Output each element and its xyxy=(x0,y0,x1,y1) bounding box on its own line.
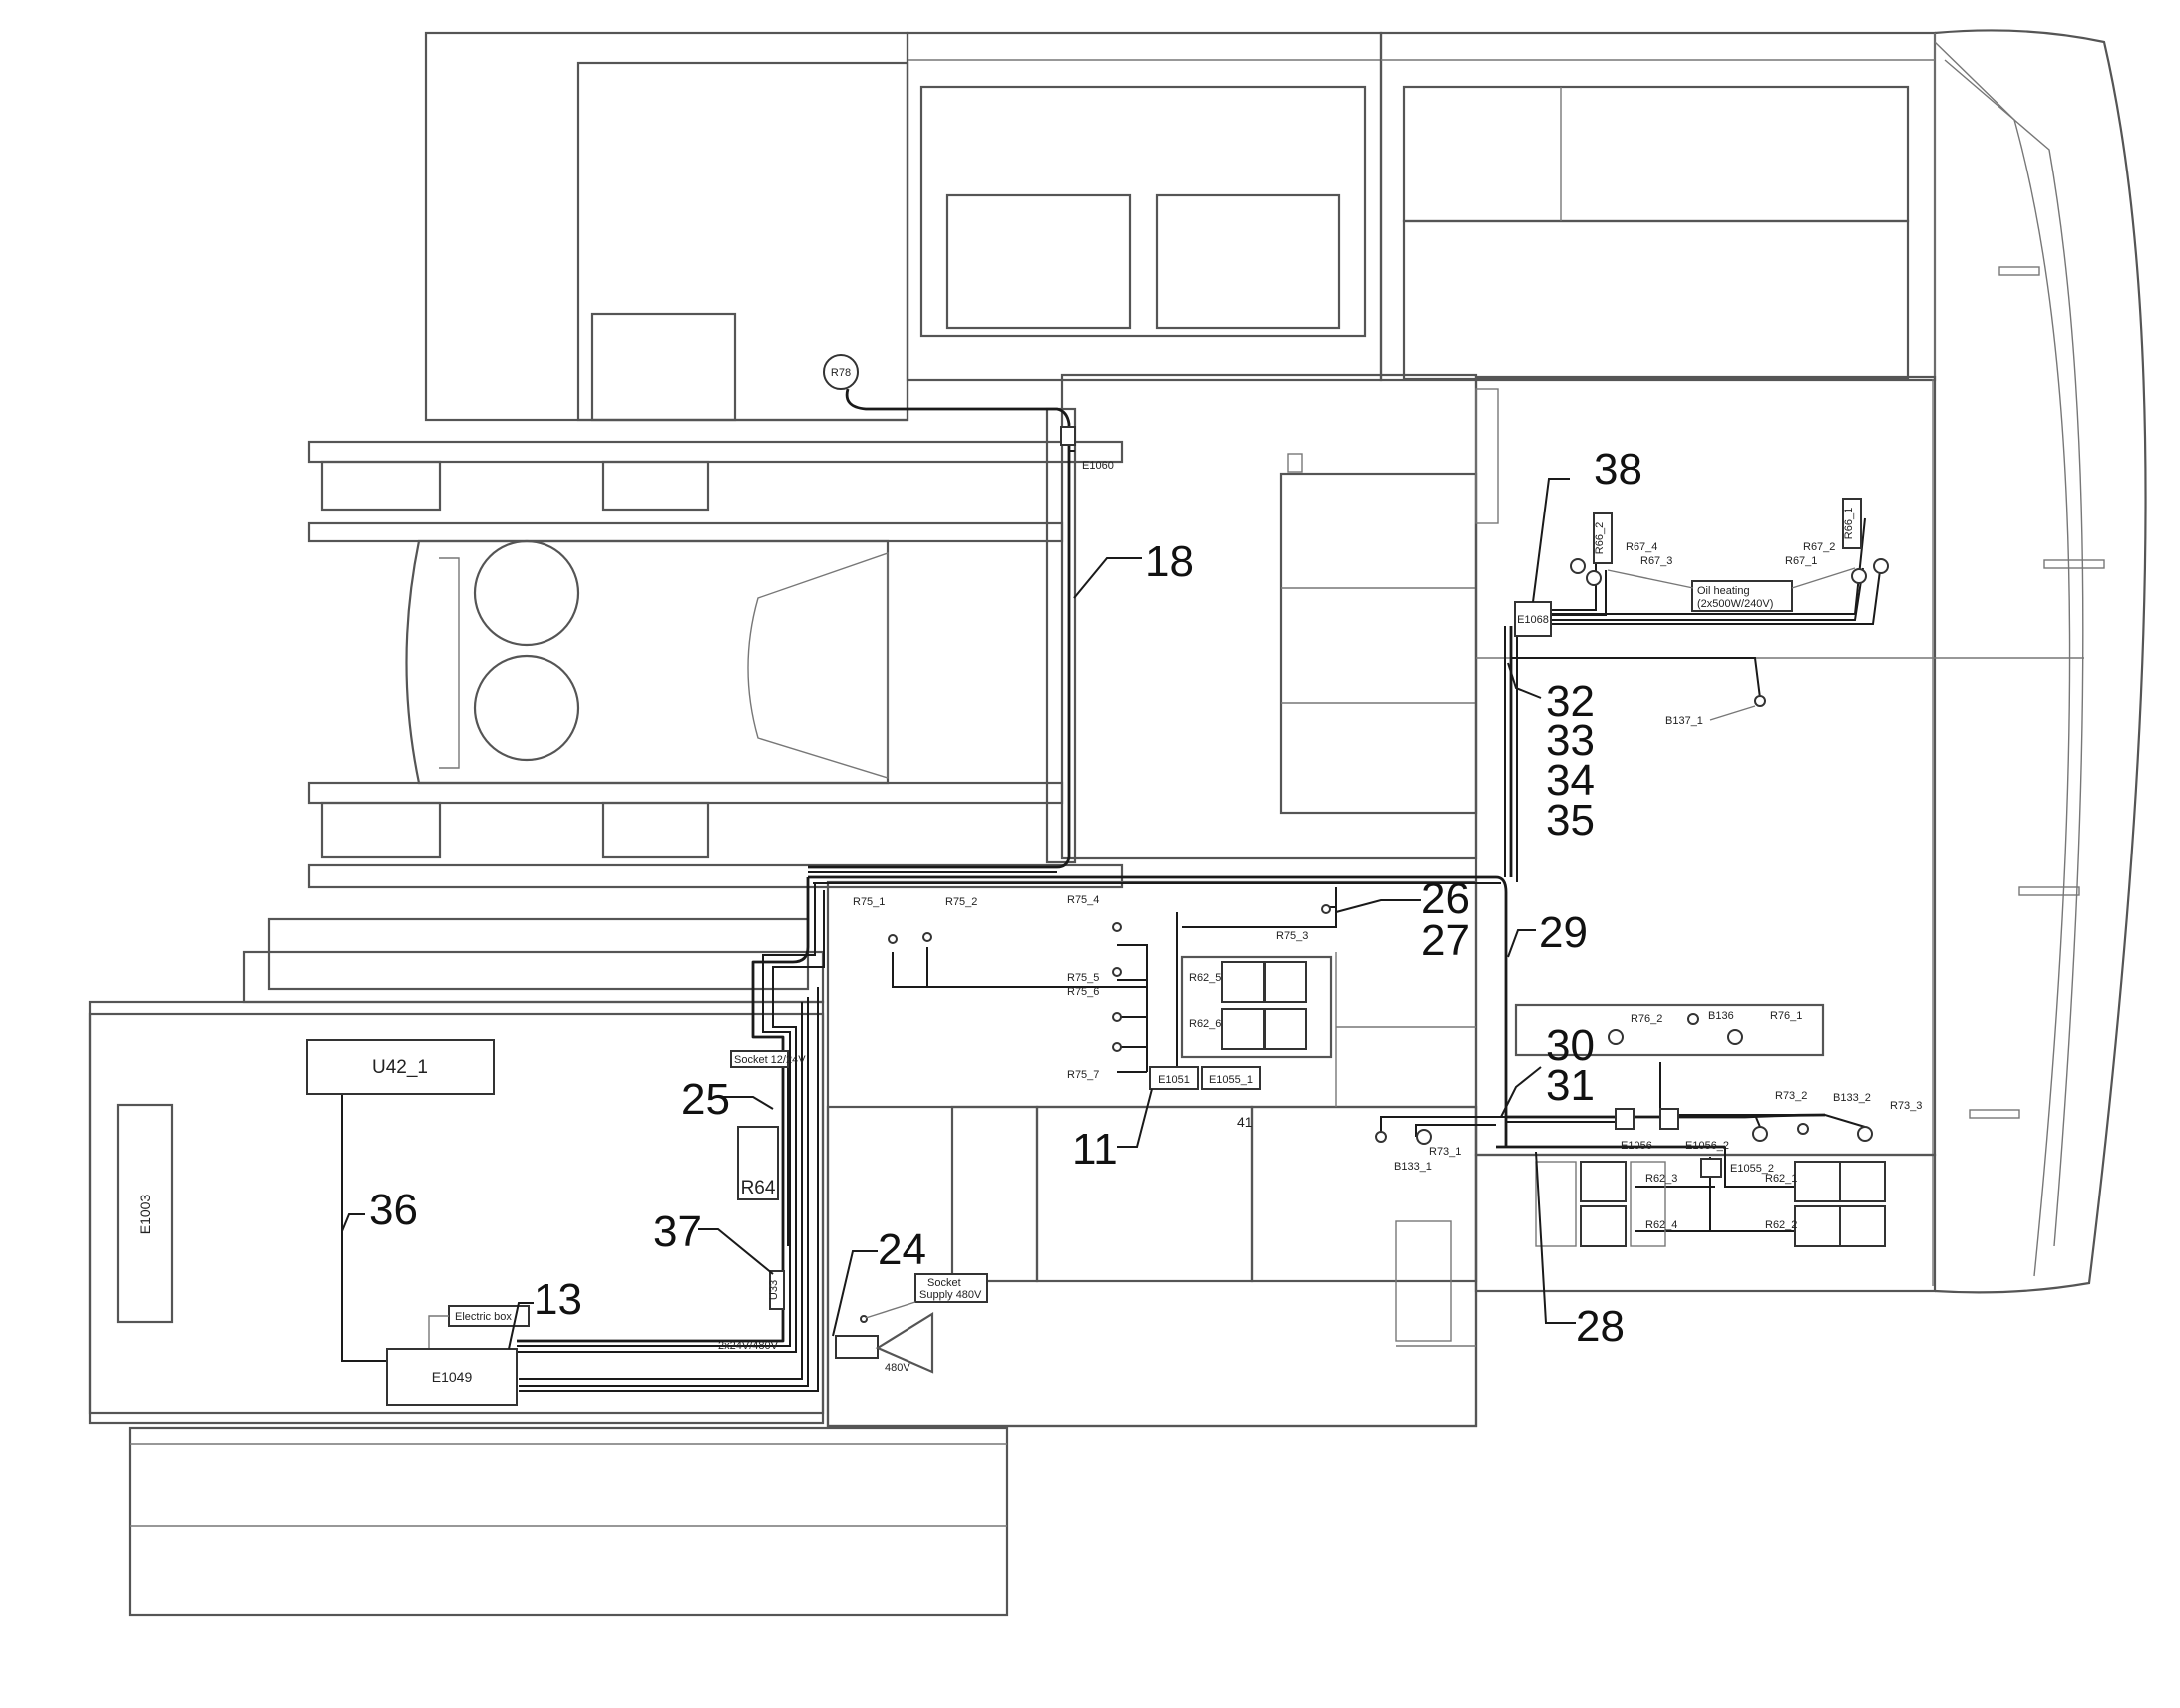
r67-1-label: R67_1 xyxy=(1785,555,1817,567)
e1068-label: E1068 xyxy=(1517,614,1549,626)
b137-1-symbol xyxy=(1754,695,1766,707)
r75-7-label: R75_7 xyxy=(1067,1069,1099,1081)
r62-3-label: R62_3 xyxy=(1645,1173,1677,1185)
b133-1-label: B133_1 xyxy=(1394,1161,1432,1173)
r75-1-label: R75_1 xyxy=(853,896,885,908)
r67-2-symbol xyxy=(1873,558,1889,574)
v480-label: 480V xyxy=(885,1362,910,1374)
e1049-box xyxy=(386,1348,518,1406)
components: R78 E1060 E1068 R66_2 R66_1 R67_4 R67_3 … xyxy=(137,354,1922,1406)
r64-label: R64 xyxy=(741,1178,776,1198)
oil-heating-label: Oil heating xyxy=(1697,585,1750,597)
r62-2-label: R62_2 xyxy=(1765,1219,1797,1231)
oil-heating-spec: (2x500W/240V) xyxy=(1697,598,1773,610)
u42-1-box xyxy=(306,1039,495,1095)
socket-12-24-box xyxy=(730,1050,789,1068)
r62-4-label: R62_4 xyxy=(1645,1219,1677,1231)
area-41-label: 41 xyxy=(1237,1114,1253,1130)
socket-12-24-label: Socket 12/24V xyxy=(734,1054,806,1066)
r67-1-symbol xyxy=(1851,568,1867,584)
r67-3-label: R67_3 xyxy=(1640,555,1672,567)
callout-35: 35 xyxy=(1546,796,1595,845)
callout-25: 25 xyxy=(681,1075,730,1124)
r67-3-symbol xyxy=(1586,570,1602,586)
r76-panel xyxy=(1514,1003,1825,1057)
r62-5-label: R62_5 xyxy=(1189,972,1221,984)
e1055-1-box xyxy=(1201,1066,1261,1090)
e1051-label: E1051 xyxy=(1158,1074,1190,1086)
b136-label: B136 xyxy=(1708,1010,1734,1022)
r66-2-label: R66_2 xyxy=(1594,522,1606,554)
callout-29: 29 xyxy=(1539,908,1588,957)
r73-2-label: R73_2 xyxy=(1775,1090,1807,1102)
e1060-label: E1060 xyxy=(1082,460,1114,472)
e1051-box xyxy=(1149,1066,1199,1090)
callout-13: 13 xyxy=(534,1275,582,1324)
u42-1-label: U42_1 xyxy=(372,1057,428,1078)
r64-box xyxy=(737,1126,779,1200)
r66-1-label: R66_1 xyxy=(1843,508,1855,539)
r67-4-label: R67_4 xyxy=(1626,541,1657,553)
b137-1-label: B137_1 xyxy=(1665,715,1703,727)
e1056-box xyxy=(1615,1108,1635,1130)
r75-6-label: R75_6 xyxy=(1067,986,1099,998)
r76-1-label: R76_1 xyxy=(1770,1010,1802,1022)
u33-label: U33 xyxy=(768,1280,780,1300)
oil-heating-box xyxy=(1691,580,1793,612)
r62-6-label: R62_6 xyxy=(1189,1018,1221,1030)
r66-2-box xyxy=(1593,512,1613,564)
callout-24: 24 xyxy=(878,1225,926,1274)
callout-34: 34 xyxy=(1546,756,1595,805)
e1055-1-label: E1055_1 xyxy=(1209,1074,1253,1086)
e1056-2-label: E1056_2 xyxy=(1685,1140,1729,1152)
r73-3-label: R73_3 xyxy=(1890,1100,1922,1112)
r66-1-box xyxy=(1842,498,1862,549)
r62-1-label: R62_1 xyxy=(1765,1173,1797,1185)
callout-leaders xyxy=(341,478,1576,1350)
electric-box-label: Electric box xyxy=(455,1311,512,1323)
socket-supply-label: Socket xyxy=(927,1277,961,1289)
r75-3-label: R75_3 xyxy=(1276,930,1308,942)
e1060-box xyxy=(1060,426,1076,446)
callout-36: 36 xyxy=(369,1186,418,1234)
socket-480-unit xyxy=(835,1335,879,1359)
r78-label: R78 xyxy=(831,367,851,379)
r73-1-label: R73_1 xyxy=(1429,1146,1461,1158)
callout-31: 31 xyxy=(1546,1061,1595,1110)
r76-2-label: R76_2 xyxy=(1631,1013,1662,1025)
callout-11: 11 xyxy=(1072,1125,1118,1174)
callout-37: 37 xyxy=(653,1207,702,1256)
callout-28: 28 xyxy=(1576,1302,1625,1351)
r62-upper-block xyxy=(1180,955,1333,1059)
e1003-label: E1003 xyxy=(137,1195,153,1235)
v24-label: 2x24V/480V xyxy=(718,1340,779,1352)
e1056-2-box xyxy=(1659,1108,1679,1130)
r67-4-symbol xyxy=(1570,558,1586,574)
machine-outline xyxy=(88,29,2147,1617)
b133-2-label: B133_2 xyxy=(1833,1092,1871,1104)
callout-33: 33 xyxy=(1546,716,1595,765)
callout-32: 32 xyxy=(1546,677,1595,726)
callout-30: 30 xyxy=(1546,1021,1595,1070)
socket-supply-box xyxy=(914,1273,988,1303)
r75-5-label: R75_5 xyxy=(1067,972,1099,984)
socket-supply-label-2: Supply 480V xyxy=(919,1289,982,1301)
wiring-harness xyxy=(341,388,1882,1392)
r67-2-label: R67_2 xyxy=(1803,541,1835,553)
callout-38: 38 xyxy=(1594,445,1642,494)
e1056-label: E1056 xyxy=(1621,1140,1652,1152)
r78-symbol xyxy=(823,354,859,390)
e1049-label: E1049 xyxy=(432,1369,473,1385)
r75-4-label: R75_4 xyxy=(1067,894,1099,906)
e1055-2-label: E1055_2 xyxy=(1730,1163,1774,1175)
r75-2-label: R75_2 xyxy=(945,896,977,908)
u33-box xyxy=(769,1270,785,1310)
e1055-2-box xyxy=(1700,1158,1722,1178)
callout-26: 26 xyxy=(1421,874,1470,923)
callout-18: 18 xyxy=(1145,537,1194,586)
callout-27: 27 xyxy=(1421,916,1470,965)
callout-numbers: 38 18 32 33 34 35 26 27 29 30 31 25 11 3… xyxy=(369,445,1642,1351)
